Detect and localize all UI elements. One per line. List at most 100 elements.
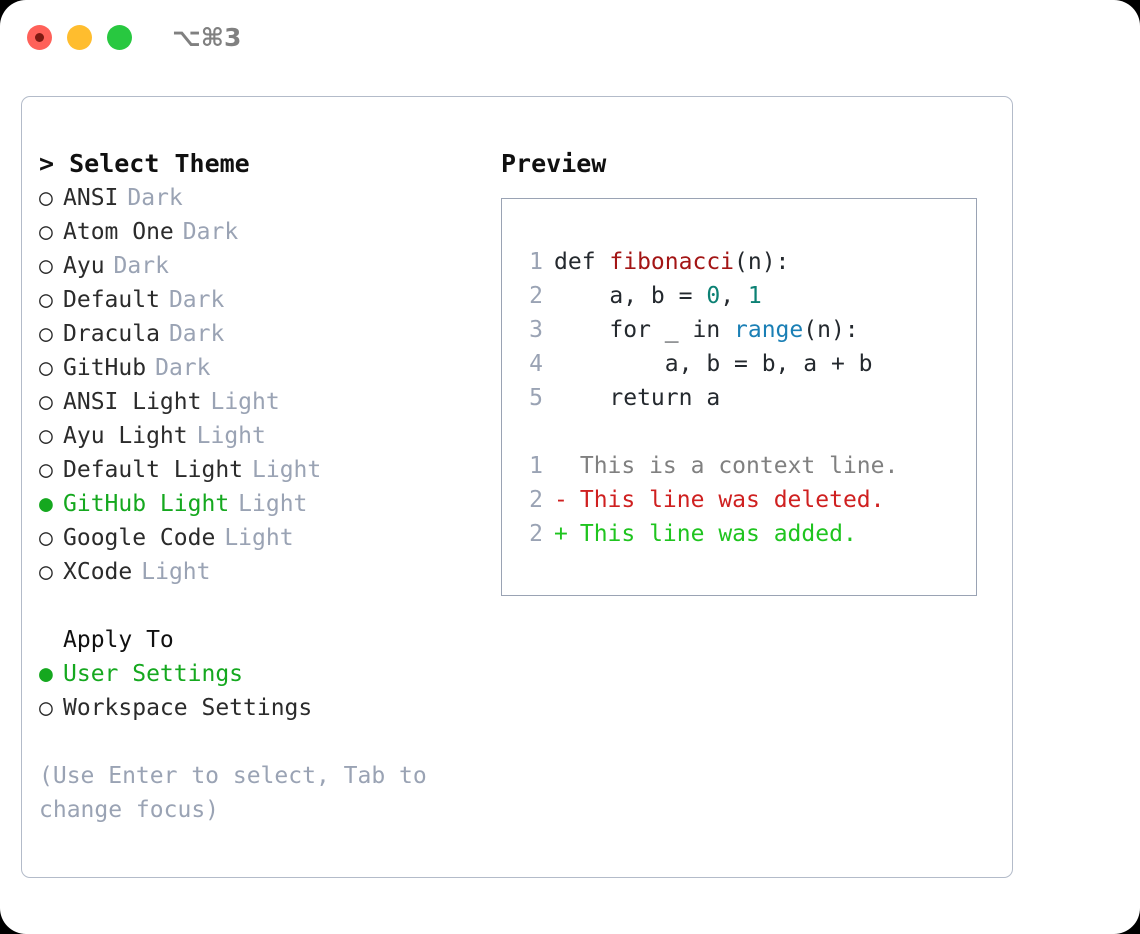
close-button[interactable] xyxy=(27,25,52,50)
code-line: 5 return a xyxy=(502,381,976,415)
code-diff-separator xyxy=(502,415,976,449)
line-number: 1 xyxy=(529,453,543,479)
code-token: return a xyxy=(554,385,721,411)
apply-to-option-user-settings[interactable]: ● User Settings xyxy=(39,657,489,691)
diff-sample: 1 This is a context line.2- This line wa… xyxy=(502,449,976,551)
code-token: fibonacci xyxy=(609,249,735,275)
theme-option-label: Ayu xyxy=(63,253,105,279)
theme-option-dracula[interactable]: ○ Dracula Dark xyxy=(39,317,489,351)
theme-option-label: Default Light xyxy=(63,457,244,483)
code-token: range xyxy=(734,317,804,343)
theme-variant-tag: Dark xyxy=(155,355,211,381)
radio-unselected-icon: ○ xyxy=(39,321,53,347)
theme-option-label: Google Code xyxy=(63,525,216,551)
code-line: 3 for _ in range(n): xyxy=(502,313,976,347)
line-number: 2 xyxy=(529,283,543,309)
theme-option-ayu[interactable]: ○ Ayu Dark xyxy=(39,249,489,283)
line-number: 3 xyxy=(529,317,543,343)
apply-to-option-workspace-settings[interactable]: ○ Workspace Settings xyxy=(39,691,489,725)
theme-option-ansi-light[interactable]: ○ ANSI Light Light xyxy=(39,385,489,419)
minimize-button[interactable] xyxy=(67,25,92,50)
title-bar: ⌥⌘3 xyxy=(0,0,1140,78)
apply-to-option-label: User Settings xyxy=(63,661,244,687)
diff-text: This is a context line. xyxy=(566,453,899,479)
code-token: (n): xyxy=(734,249,790,275)
diff-marker xyxy=(554,449,566,483)
code-token: 0 xyxy=(706,283,721,309)
keyboard-hint-text: (Use Enter to select, Tab to change focu… xyxy=(39,763,441,823)
theme-option-label: Atom One xyxy=(63,219,174,245)
theme-option-atom-one[interactable]: ○ Atom One Dark xyxy=(39,215,489,249)
theme-option-default[interactable]: ○ Default Dark xyxy=(39,283,489,317)
theme-option-label: XCode xyxy=(63,559,133,585)
code-line: 2 a, b = 0, 1 xyxy=(502,279,976,313)
preview-heading: Preview xyxy=(501,149,607,178)
diff-line: 1 This is a context line. xyxy=(502,449,976,483)
theme-variant-tag: Dark xyxy=(182,219,239,245)
diff-text: This line was added. xyxy=(566,521,857,547)
radio-unselected-icon: ○ xyxy=(39,423,53,449)
theme-variant-tag: Dark xyxy=(127,185,183,211)
code-token: a, b = b, a + b xyxy=(554,351,873,377)
radio-unselected-icon: ○ xyxy=(39,355,53,381)
radio-selected-icon: ● xyxy=(39,491,53,517)
radio-unselected-icon: ○ xyxy=(39,695,53,721)
line-number: 1 xyxy=(529,249,543,275)
radio-unselected-icon: ○ xyxy=(39,287,53,313)
theme-option-label: Ayu Light xyxy=(63,423,188,449)
theme-variant-tag: Light xyxy=(141,559,211,585)
radio-unselected-icon: ○ xyxy=(39,389,53,415)
theme-variant-tag: Light xyxy=(210,389,280,415)
theme-option-xcode[interactable]: ○ XCode Light xyxy=(39,555,489,589)
code-line: 4 a, b = b, a + b xyxy=(502,347,976,381)
theme-variant-tag: Light xyxy=(238,491,308,517)
diff-marker: - xyxy=(554,487,568,513)
theme-variant-tag: Light xyxy=(224,525,294,551)
theme-variant-tag: Dark xyxy=(168,287,225,313)
code-token: , xyxy=(720,283,748,309)
radio-unselected-icon: ○ xyxy=(39,219,53,245)
theme-variant-tag: Dark xyxy=(168,321,225,347)
maximize-button[interactable] xyxy=(107,25,132,50)
theme-option-label: ANSI Light xyxy=(63,389,202,415)
apply-to-heading: Apply To xyxy=(63,627,174,653)
radio-unselected-icon: ○ xyxy=(39,525,53,551)
apply-to-section: Apply To ● User Settings ○ Workspace Settin… xyxy=(39,623,489,725)
theme-option-google-code[interactable]: ○ Google Code Light xyxy=(39,521,489,555)
code-token: (n): xyxy=(803,317,859,343)
theme-option-label: GitHub Light xyxy=(63,491,230,517)
code-token: def xyxy=(554,249,610,275)
apply-to-option-label: Workspace Settings xyxy=(63,695,313,721)
theme-variant-tag: Light xyxy=(196,423,266,449)
radio-unselected-icon: ○ xyxy=(39,253,53,279)
theme-option-label: ANSI xyxy=(63,185,119,211)
theme-option-ayu-light[interactable]: ○ Ayu Light Light xyxy=(39,419,489,453)
diff-marker: + xyxy=(554,521,568,547)
theme-variant-tag: Light xyxy=(252,457,322,483)
radio-unselected-icon: ○ xyxy=(39,457,53,483)
apply-to-list: ● User Settings ○ Workspace Settings xyxy=(39,657,489,725)
code-token: for _ in xyxy=(554,317,735,343)
theme-option-label: Dracula xyxy=(63,321,160,347)
diff-line: 2+ This line was added. xyxy=(502,517,976,551)
theme-variant-tag: Dark xyxy=(113,253,169,279)
radio-selected-icon: ● xyxy=(39,661,53,687)
theme-option-default-light[interactable]: ○ Default Light Light xyxy=(39,453,489,487)
code-token: 1 xyxy=(747,283,762,309)
radio-unselected-icon: ○ xyxy=(39,559,53,585)
select-theme-heading: > Select Theme xyxy=(39,149,250,178)
theme-option-github-light[interactable]: ● GitHub Light Light xyxy=(39,487,489,521)
theme-option-label: Default xyxy=(63,287,160,313)
keyboard-shortcut-label: ⌥⌘3 xyxy=(172,23,242,52)
code-line: 1 def fibonacci(n): xyxy=(502,245,976,279)
window-controls xyxy=(27,25,132,50)
diff-text: This line was deleted. xyxy=(566,487,885,513)
